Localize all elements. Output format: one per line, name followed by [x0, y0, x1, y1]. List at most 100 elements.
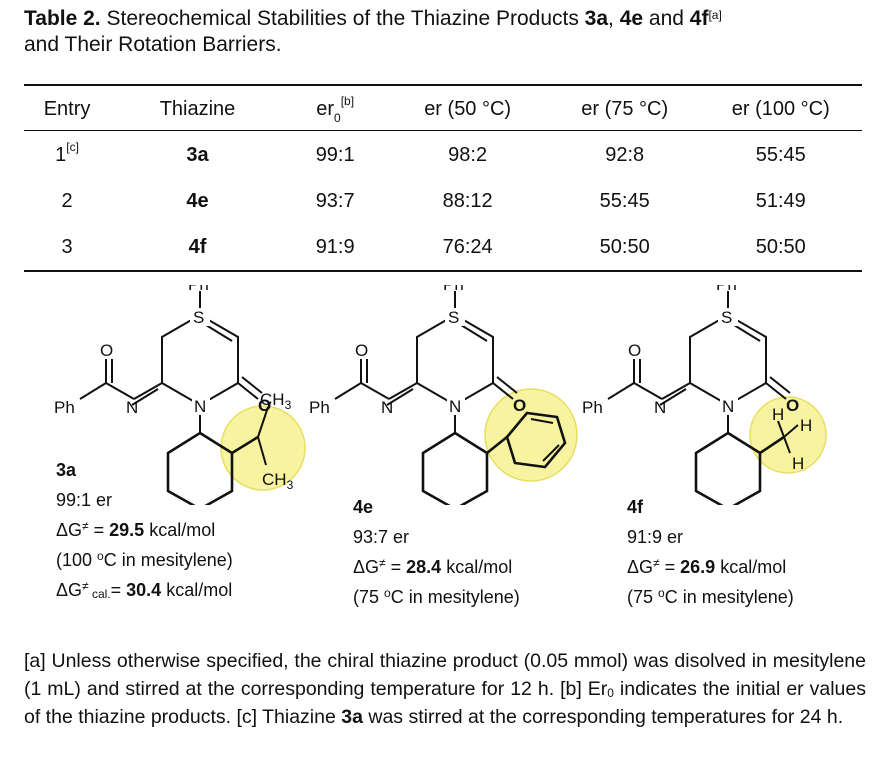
entry-note: [c]	[66, 139, 79, 154]
table-footnote: [a] Unless otherwise specified, the chir…	[24, 647, 866, 731]
cell-er100: 50:50	[755, 235, 806, 258]
header-er100: er (100 °C)	[731, 97, 830, 120]
atom-h-1: H	[772, 405, 784, 424]
atom-n-ring: N	[194, 397, 206, 416]
footnote-b: indicates the initial er values of the t…	[24, 678, 866, 728]
atom-ph-left: Ph	[54, 398, 75, 417]
atom-o-ring: O	[258, 396, 271, 415]
atom-o-carbonyl: O	[100, 341, 113, 360]
atom-ph-left: Ph	[309, 398, 330, 417]
atom-o-ring: O	[786, 396, 799, 415]
highlight-circle	[220, 405, 306, 491]
compound-name: 4f	[627, 497, 644, 517]
compound-info-4f: 4f 91:9 er ΔG≠ = 26.9 kcal/mol (75 oC in…	[627, 492, 794, 612]
footnote-sub: 0	[607, 686, 614, 700]
compound-dg: ΔG≠ = 29.5 kcal/mol	[56, 519, 216, 540]
thiazine-id: 3a	[186, 143, 209, 166]
compound-dg: ΔG≠ = 26.9 kcal/mol	[627, 556, 787, 577]
table-top-rule	[24, 84, 862, 86]
cell-er75: 50:50	[599, 235, 650, 258]
thiazine-ring	[689, 313, 767, 407]
caption-compound-3a: 3a	[584, 7, 609, 30]
compound-dg: ΔG≠ = 28.4 kcal/mol	[353, 556, 513, 577]
cell-er0: 93:7	[315, 189, 355, 212]
caption-compound-4f: 4f	[689, 7, 709, 30]
entry-number: 2	[61, 189, 73, 212]
compound-name: 3a	[56, 460, 77, 480]
compound-info-4e: 4e 93:7 er ΔG≠ = 28.4 kcal/mol (75 oC in…	[353, 492, 520, 612]
cell-entry: 2	[24, 178, 110, 224]
atom-s: S	[193, 308, 204, 327]
atom-o-carbonyl: O	[628, 341, 641, 360]
structure-3a: Ph S N O N O Ph CH3 CH3	[30, 285, 310, 505]
cell-er100: 51:49	[755, 189, 806, 212]
highlight-circle	[749, 396, 827, 474]
cell-thiazine: 3a	[110, 132, 285, 178]
compound-condition: (100 oC in mesitylene)	[56, 549, 233, 570]
cell-er75: 55:45	[599, 189, 650, 212]
cell-er50: 98:2	[448, 143, 488, 166]
table-header-row: Entry Thiazine er0 [b] er (50 °C) er (75 …	[24, 86, 862, 132]
thiazine-id: 4e	[186, 189, 209, 212]
compound-dg-calc: ΔG≠ cal.= 30.4 kcal/mol	[56, 579, 233, 601]
cell-er0: 91:9	[315, 235, 355, 258]
footnote-a: [a] Unless otherwise specified, the chir…	[24, 650, 866, 700]
header-er75: er (75 °C)	[581, 97, 669, 120]
atom-s: S	[721, 308, 732, 327]
cell-thiazine: 4f	[110, 224, 285, 270]
table-row: 2 4e 93:7 88:12 55:45 51:49	[24, 178, 862, 224]
header-er0: er0 [b]	[285, 86, 386, 132]
table-header-rule	[24, 130, 862, 131]
phenyl-ring	[505, 411, 567, 469]
header-er0-sub: 0	[334, 110, 341, 125]
cell-er100: 55:45	[755, 143, 806, 166]
atom-h-3: H	[792, 454, 804, 473]
caption-sep-1: ,	[608, 7, 620, 30]
entry-number: 3	[61, 235, 73, 258]
thiazine-ring	[161, 313, 239, 407]
compound-er: 91:9 er	[627, 527, 684, 547]
header-thiazine: Thiazine	[159, 97, 236, 120]
atom-n-imine: N	[381, 398, 393, 417]
atom-o-ring: O	[513, 396, 526, 415]
compound-er: 93:7 er	[353, 527, 410, 547]
table-row: 3 4f 91:9 76:24 50:50 50:50	[24, 224, 862, 270]
thiazine-ring	[416, 313, 494, 407]
atom-n-ring: N	[449, 397, 461, 416]
atom-n-imine: N	[126, 398, 138, 417]
stability-table: Entry Thiazine er0 [b] er (50 °C) er (75 …	[24, 86, 862, 270]
cell-er75: 92:8	[605, 143, 645, 166]
atom-ph-top: Ph	[716, 285, 737, 294]
footnote-c: was stirred at the corresponding tempera…	[362, 706, 844, 728]
atom-n-imine: N	[654, 398, 666, 417]
cell-entry: 3	[24, 224, 110, 270]
atom-ch3-b: CH3	[262, 470, 294, 492]
caption-compound-4e: 4e	[619, 7, 644, 30]
structure-4f: Ph S N O N O Ph H H H	[578, 285, 858, 505]
header-entry: Entry	[43, 97, 91, 120]
header-er0-main: er	[316, 97, 335, 120]
caption-sep-2: and	[643, 7, 690, 30]
table-bottom-rule	[24, 270, 862, 272]
footnote-compound: 3a	[341, 706, 363, 728]
header-er0-note: [b]	[340, 93, 355, 108]
caption-text-1: Stereochemical Stabilities of the Thiazi…	[100, 7, 585, 30]
atom-n-ring: N	[722, 397, 734, 416]
header-er50: er (50 °C)	[424, 97, 512, 120]
caption-label: Table 2.	[24, 7, 101, 30]
atom-s: S	[448, 308, 459, 327]
atom-ph-top: Ph	[188, 285, 209, 294]
atom-ph-top: Ph	[443, 285, 464, 294]
compound-er: 99:1 er	[56, 490, 113, 510]
cell-entry: 1[c]	[24, 132, 110, 178]
structure-4e: Ph S N O N O Ph	[305, 285, 585, 505]
cell-thiazine: 4e	[110, 178, 285, 224]
compound-condition: (75 oC in mesitylene)	[627, 586, 794, 607]
caption-text-2: and Their Rotation Barriers.	[24, 33, 282, 56]
atom-ch3-a: CH3	[260, 390, 292, 412]
atom-ph-left: Ph	[582, 398, 603, 417]
atom-h-2: H	[800, 416, 812, 435]
thiazine-id: 4f	[188, 235, 207, 258]
caption-note-ref: [a]	[708, 8, 722, 22]
entry-number: 1	[55, 143, 67, 166]
